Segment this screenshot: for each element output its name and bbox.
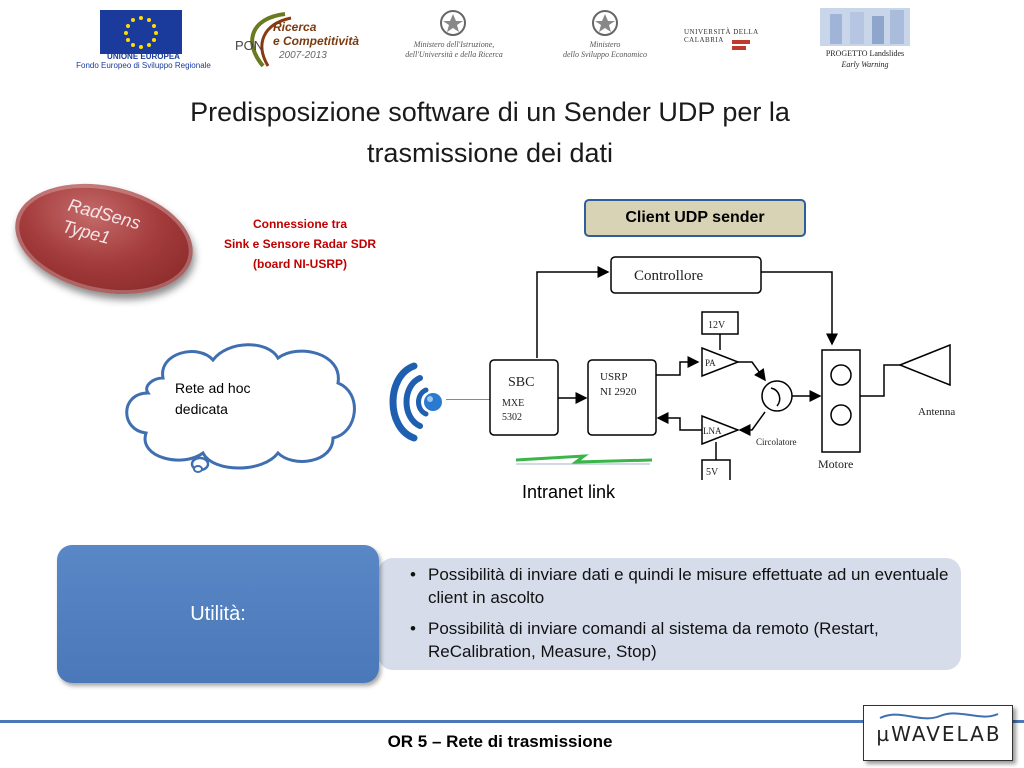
pon-logo: PON Ricerca e Competitività 2007-2013 — [233, 12, 368, 68]
utility-bullet-list: Possibilità di inviare dati e quindi le … — [410, 563, 950, 671]
cloud-line2: dedicata — [175, 401, 228, 417]
utility-bullet: Possibilità di inviare comandi al sistem… — [410, 617, 950, 663]
wavelab-logo-text: µWAVELAB — [876, 722, 1002, 746]
pon-years: 2007-2013 — [279, 50, 327, 61]
connection-caption: Connessione tra Sink e Sensore Radar SDR… — [205, 214, 395, 274]
motore-label: Motore — [818, 457, 853, 471]
pon-line2: e Competitività — [273, 34, 360, 48]
usrp-box — [587, 359, 657, 436]
footer-title: OR 5 – Rete di trasmissione — [387, 732, 613, 751]
emblem-icon — [592, 10, 618, 36]
ministry1-line2: dell'Università e della Ricerca — [405, 50, 503, 59]
page-title: Predisposizione software di un Sender UD… — [0, 92, 980, 174]
cloud-line1: Rete ad hoc — [175, 380, 251, 396]
wifi-connector-line — [446, 399, 490, 400]
connection-line2: Sink e Sensore Radar SDR — [223, 237, 377, 251]
connection-line3: (board NI-USRP) — [253, 257, 347, 271]
wifi-signal-icon — [389, 362, 442, 442]
v5-label: 5V — [706, 467, 719, 478]
usrp-line2: NI 2920 — [600, 386, 637, 398]
wave-icon — [879, 712, 999, 720]
eu-caption-line1: UNIONE EUROPEA — [107, 52, 180, 61]
antenna-shape — [897, 343, 951, 387]
footer-divider — [0, 720, 1024, 723]
project-text: PROGETTO Landslides Early Warning — [815, 48, 915, 70]
university-mark — [732, 46, 746, 50]
emblem-icon — [440, 10, 466, 36]
landslide-image-icon — [820, 8, 910, 46]
utility-bullet: Possibilità di inviare dati e quindi le … — [410, 563, 950, 609]
circolatore-label: Circolatore — [756, 437, 796, 447]
block-diagram: Controllore SBC MXE 5302 USRP NI 2920 12… — [489, 256, 955, 480]
antenna-label: Antenna — [918, 406, 955, 418]
page-title-line1: Predisposizione software di un Sender UD… — [190, 97, 790, 127]
intranet-link-icon — [515, 454, 653, 464]
cloud-shape — [125, 343, 356, 473]
sbc-line1: SBC — [508, 375, 534, 390]
eu-caption: UNIONE EUROPEA Fondo Europeo di Sviluppo… — [76, 52, 211, 70]
circolatore — [761, 380, 793, 412]
sbc-line2: MXE — [502, 398, 524, 409]
eu-flag-logo — [100, 10, 182, 54]
motore-box — [821, 349, 861, 453]
university-mark — [732, 40, 750, 44]
connection-line1: Connessione tra — [252, 217, 348, 231]
ministry2-text: Ministero dello Sviluppo Economico — [540, 40, 670, 60]
ministry1-text: Ministero dell'Istruzione, dell'Universi… — [390, 40, 518, 60]
ministry-education-logo: Ministero dell'Istruzione, dell'Universi… — [390, 8, 518, 70]
project-logo: PROGETTO Landslides Early Warning — [815, 8, 915, 74]
controllore-label: Controllore — [634, 268, 703, 284]
lna-label: LNA — [703, 426, 722, 436]
pon-line1: Ricerca — [273, 20, 317, 34]
project-line1: PROGETTO Landslides — [825, 49, 905, 58]
ministry2-line1: Ministero — [589, 40, 621, 49]
university-logo: UNIVERSITÀ DELLA CALABRIA — [684, 28, 799, 58]
intranet-link-label: Intranet link — [522, 482, 616, 502]
client-udp-sender-box: Client UDP sender — [584, 199, 806, 237]
page-title-line2: trasmissione dei dati — [366, 138, 614, 168]
eu-caption-line2: Fondo Europeo di Sviluppo Regionale — [76, 61, 211, 70]
usrp-line1: USRP — [600, 371, 628, 383]
ministry1-line1: Ministero dell'Istruzione, — [413, 40, 495, 49]
university-name: UNIVERSITÀ DELLA CALABRIA — [684, 28, 759, 44]
cloud-text: Rete ad hoc dedicata — [175, 378, 251, 420]
utility-label-panel: Utilità: — [57, 545, 379, 683]
controllore-box — [610, 256, 762, 294]
pa-label: PA — [705, 358, 716, 368]
pa-amp — [701, 346, 741, 378]
pon-label: PON — [235, 38, 264, 53]
lna-amp — [701, 414, 741, 446]
v12-label: 12V — [708, 320, 726, 331]
ministry2-line2: dello Sviluppo Economico — [563, 50, 647, 59]
project-line2: Early Warning — [841, 60, 889, 69]
ministry-development-logo: Ministero dello Sviluppo Economico — [540, 8, 670, 70]
sbc-line3: 5302 — [502, 412, 522, 423]
